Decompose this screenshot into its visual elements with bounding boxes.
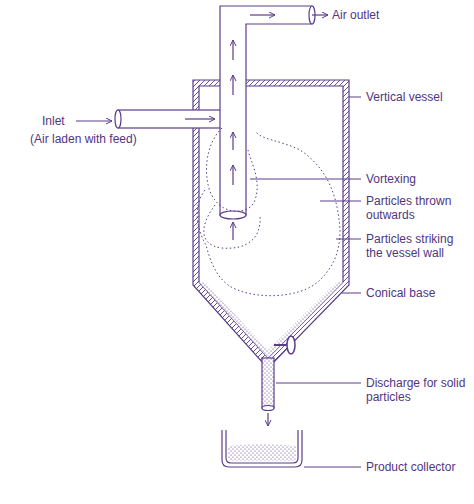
inlet-note: (Air laden with feed): [30, 132, 180, 146]
outlet-pipe: [220, 6, 312, 215]
flow-arrow: [232, 75, 233, 95]
outlet-label: Air outlet: [332, 8, 452, 22]
inlet-label: Inlet: [42, 114, 76, 128]
flow-arrow: [232, 222, 233, 240]
collected-powder: [228, 444, 296, 461]
pipe-opening: [262, 406, 274, 411]
vortex-path: [197, 128, 340, 296]
collector-tray-inner: [226, 430, 298, 463]
part-label: Product collector: [366, 460, 470, 474]
flow-arrow: [232, 40, 233, 60]
particle-layer: [199, 282, 343, 358]
discharge-pipe: [262, 358, 274, 408]
outlet-bottom: [220, 211, 246, 219]
flow-arrow: [232, 165, 233, 185]
valve-stem: [274, 344, 287, 346]
flow-arrow: [185, 118, 215, 119]
part-label: Discharge for solid particles: [366, 376, 470, 404]
part-label: Conical base: [366, 286, 470, 300]
valve-handle: [287, 336, 295, 354]
flow-arrow: [232, 132, 233, 150]
part-label: Particles thrown outwards: [366, 194, 470, 222]
inlet-pipe: [118, 110, 222, 128]
part-label: Vortexing: [366, 172, 470, 186]
leader-line: [76, 97, 361, 467]
collector-tray: [222, 430, 302, 467]
part-label: Particles striking the vessel wall: [366, 232, 470, 260]
inlet-end: [115, 110, 121, 128]
flow-arrow: [250, 14, 275, 15]
flow-arrow: [312, 14, 328, 15]
flow-arrow: [267, 413, 268, 426]
part-label: Vertical vessel: [366, 90, 470, 104]
